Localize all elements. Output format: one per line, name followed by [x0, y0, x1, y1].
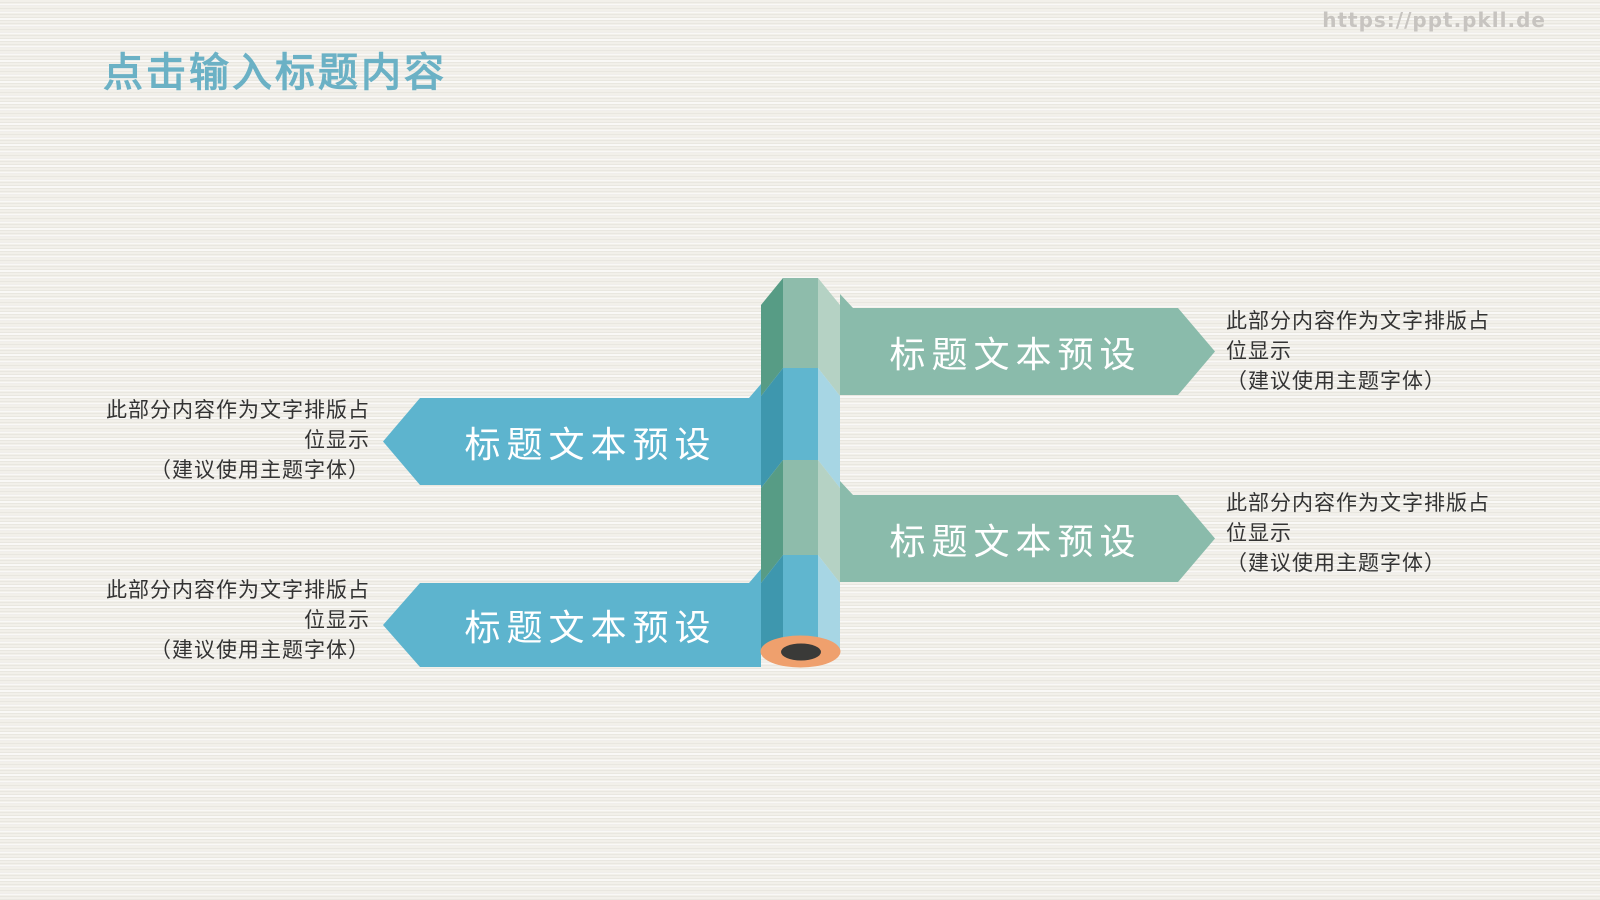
desc-line: 此部分内容作为文字排版占 — [1226, 309, 1490, 333]
pencil-seg2-left-facet — [761, 368, 783, 488]
pencil-seg1-center-facet — [783, 278, 818, 368]
desc-line: 位显示 — [304, 428, 370, 452]
desc-line: 此部分内容作为文字排版占 — [106, 398, 370, 422]
desc-block-bottom-left: 此部分内容作为文字排版占 位显示 （建议使用主题字体） — [75, 575, 370, 665]
desc-line: 此部分内容作为文字排版占 — [106, 578, 370, 602]
banner-label-middle-left: 标题文本预设 — [464, 424, 717, 465]
desc-line: （建议使用主题字体） — [150, 638, 370, 662]
desc-block-middle-right: 此部分内容作为文字排版占 位显示 （建议使用主题字体） — [1226, 488, 1518, 578]
pencil-seg1-left-facet — [761, 278, 783, 396]
banner-label-middle-right: 标题文本预设 — [889, 521, 1142, 562]
banner-label-bottom-left: 标题文本预设 — [464, 608, 717, 648]
pencil-seg3-left-facet — [761, 460, 783, 583]
pencil-seg4-right-facet — [818, 555, 840, 651]
desc-line: 位显示 — [1226, 521, 1292, 545]
banner-label-top-right: 标题文本预设 — [889, 334, 1142, 375]
banner-arrow-top-right — [840, 294, 1215, 395]
desc-line: 位显示 — [1226, 339, 1292, 363]
desc-line: （建议使用主题字体） — [150, 458, 370, 482]
slide-title: 点击输入标题内容 — [103, 51, 447, 95]
pencil-seg2-center-facet — [783, 368, 818, 460]
banner-arrow-middle-right — [840, 481, 1215, 582]
pencil-seg3-center-facet — [783, 460, 818, 555]
desc-line: 位显示 — [304, 608, 370, 632]
pencil-seg4-left-facet — [761, 555, 783, 651]
pencil-seg1-right-facet — [818, 278, 840, 396]
pencil-seg3-right-facet — [818, 460, 840, 583]
pencil-tip-lead — [781, 643, 821, 661]
desc-block-middle-left: 此部分内容作为文字排版占 位显示 （建议使用主题字体） — [75, 395, 370, 485]
desc-line: 此部分内容作为文字排版占 — [1226, 491, 1490, 515]
banner-arrow-bottom-left — [383, 569, 761, 667]
watermark-url: https://ppt.pkll.de — [1322, 8, 1546, 32]
pencil-seg2-right-facet — [818, 368, 840, 488]
pencil-seg4-center-facet — [783, 555, 818, 651]
desc-block-top-right: 此部分内容作为文字排版占 位显示 （建议使用主题字体） — [1226, 306, 1518, 396]
banner-arrow-middle-left — [383, 384, 761, 485]
desc-line: （建议使用主题字体） — [1226, 551, 1446, 575]
desc-line: （建议使用主题字体） — [1226, 369, 1446, 393]
